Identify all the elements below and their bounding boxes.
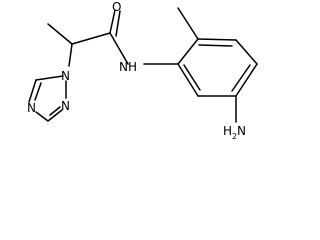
ring-bond-1: [177, 38, 199, 65]
triazole-bond-n4-c3: [35, 111, 49, 122]
triazole-n1-label: N: [61, 69, 70, 83]
ring-double-bond-4: [231, 64, 251, 92]
ring-bond-3: [235, 39, 258, 65]
carbonyl-double-bond-a: [109, 9, 116, 34]
alpha-triazole-bond: [68, 43, 73, 67]
amine-h-label: H: [223, 124, 232, 138]
triazole-n4-label: N: [27, 101, 36, 115]
triazole-double-bond-c5-n4: [34, 82, 42, 101]
oxygen-label: O: [112, 0, 121, 14]
ring-double-bond-6: [183, 64, 201, 91]
ring-bond-2: [197, 38, 237, 41]
triazole-n2-label: N: [61, 99, 70, 113]
aryl-methyl-bond: [177, 7, 199, 40]
amine-n-label: N: [237, 124, 246, 138]
triazole-double-bond-c3-n2: [49, 106, 61, 116]
ring-bond-6: [177, 63, 199, 97]
triazole-bond-c5-n4: [28, 79, 37, 103]
carbonyl-double-bond-b: [115, 10, 121, 37]
triazole-bond-n1-c5: [35, 75, 64, 81]
structure-canvas: O NH N N N H 2 N: [27, 0, 258, 141]
amide-nh-label: NH: [119, 60, 137, 74]
alpha-carbonyl-bond: [71, 32, 111, 45]
ring-double-bond-2: [198, 44, 233, 47]
carbonyl-nitrogen-bond: [109, 32, 129, 65]
triazole-bond-c3-n2: [47, 109, 63, 122]
amine-subscript-label: 2: [232, 132, 237, 141]
ring-bond-4: [235, 63, 258, 97]
methyl-bond: [47, 23, 73, 45]
structure-diagram: O NH N N N H 2 N: [27, 0, 258, 141]
